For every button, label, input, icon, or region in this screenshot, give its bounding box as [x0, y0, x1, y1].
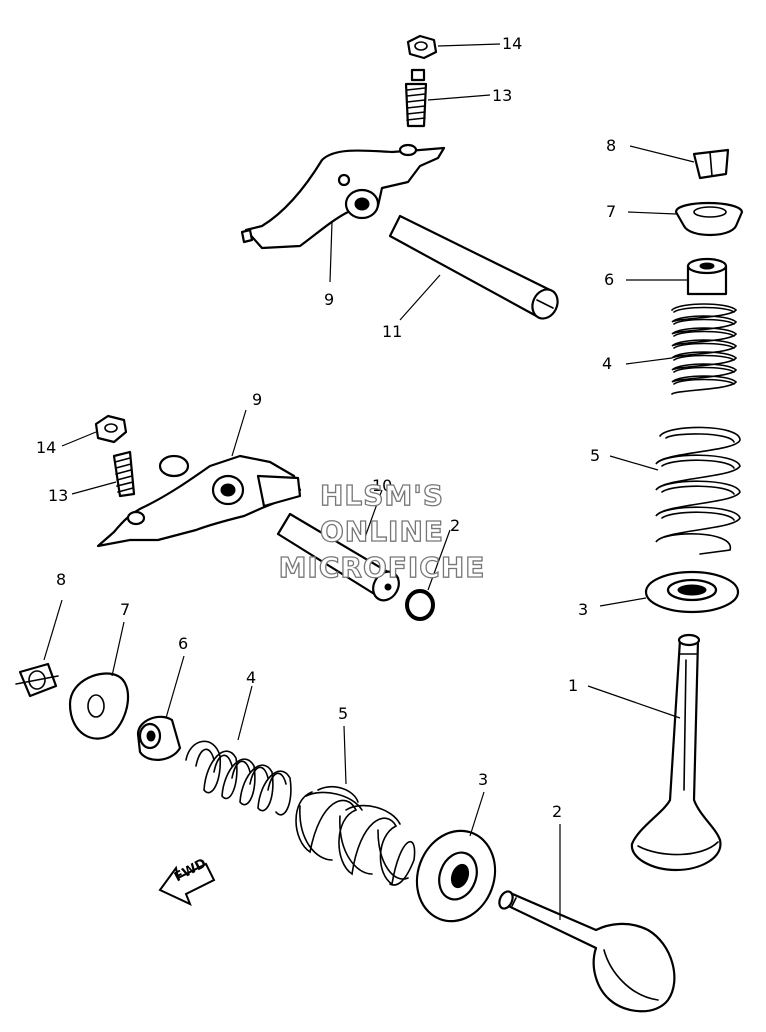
callout-9-lower: 9: [252, 390, 263, 409]
lower-rocker-arm: [96, 409, 302, 548]
lower-spring-seat: [415, 791, 497, 923]
callout-6-lower: 6: [178, 634, 189, 653]
lower-valve-cotter: [15, 599, 63, 698]
right-valve-seal: [626, 257, 728, 296]
callout-14-lower: 14: [36, 438, 57, 457]
callout-5-lower: 5: [338, 704, 349, 723]
lower-spring-retainer: [68, 621, 130, 740]
upper-adjust-nut: [406, 34, 501, 60]
right-inner-spring: [625, 303, 738, 395]
callout-3-right: 3: [578, 600, 589, 619]
right-spring-retainer: [627, 201, 744, 236]
upper-rocker-shaft: [388, 214, 559, 321]
upper-rocker-arm: [240, 143, 446, 283]
lower-adjust-nut: [61, 414, 128, 447]
lower-adjust-screw: [71, 450, 136, 498]
callout-4-right: 4: [602, 354, 613, 373]
lower-valve-seal: [136, 655, 185, 761]
upper-adjust-screw: [404, 68, 491, 128]
intake-valve: [498, 824, 676, 1013]
callout-8-lower: 8: [56, 570, 67, 589]
exhaust-valve: [587, 633, 722, 872]
callout-4-lower: 4: [246, 668, 257, 687]
callout-9-upper: 9: [324, 290, 335, 309]
callout-7-lower: 7: [120, 600, 131, 619]
right-spring-seat: [599, 570, 740, 614]
callout-3-lower: 3: [478, 770, 489, 789]
o-ring: [405, 529, 451, 621]
callout-12: 2: [450, 516, 461, 535]
callout-6-right: 6: [604, 270, 615, 289]
callout-7-right: 7: [606, 202, 617, 221]
callout-8-right: 8: [606, 136, 617, 155]
right-outer-spring: [609, 426, 741, 555]
callout-2-lower: 2: [552, 802, 563, 821]
lower-rocker-shaft: [276, 489, 400, 602]
lower-inner-spring: [185, 685, 292, 816]
callout-13-lower: 13: [48, 486, 69, 505]
callout-14-upper: 14: [502, 34, 523, 53]
callout-1: 1: [568, 676, 579, 695]
callout-11: 11: [382, 322, 403, 341]
callout-5-right: 5: [590, 446, 601, 465]
callout-13-upper: 13: [492, 86, 513, 105]
right-valve-cotter: [629, 145, 730, 180]
fwd-arrow: [158, 862, 216, 906]
lower-outer-spring: [295, 725, 416, 886]
callout-10: 10: [372, 476, 393, 495]
